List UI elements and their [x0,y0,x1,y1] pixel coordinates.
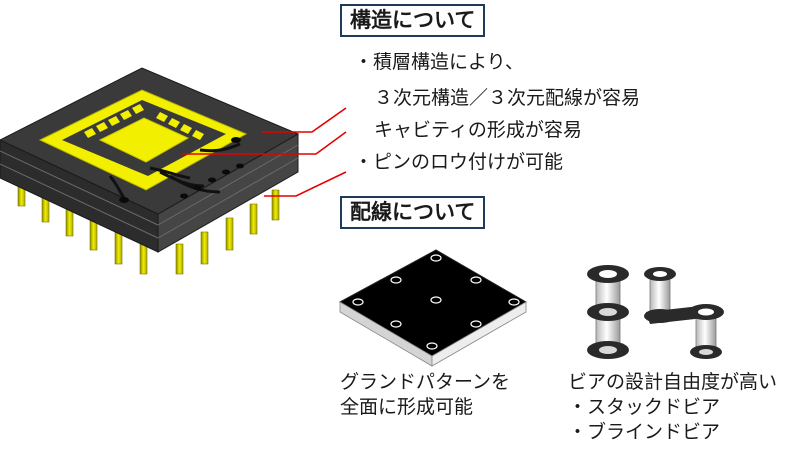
structure-bullet-2: ・ピンのロウ付けが可能 [354,151,564,173]
structure-bullet-1-line-3: キャビティの形成が容易 [374,119,582,141]
package-vias [119,137,244,203]
ground-caption-line-1: グランドパターンを [340,371,511,393]
wiring-heading: 配線について [340,196,486,229]
ground-pattern-board [338,249,528,367]
package-pins [17,175,280,275]
leader-line-cavity [182,131,347,155]
leader-line-pin [264,171,347,197]
leader-line-stack [262,107,347,133]
blind-via [644,267,724,359]
stacked-via [587,265,629,359]
leader-lines [182,107,347,197]
bonding-pads [84,104,204,140]
ground-board-vias [352,254,520,350]
structure-heading: 構造について [340,4,486,37]
ground-caption-line-2: 全面に形成可能 [340,396,474,418]
ceramic-package [0,67,300,275]
package-traces [108,142,241,199]
via-caption-stacked: ・スタックドビア [568,396,721,418]
structure-bullet-1: ・積層構造により、 [354,51,524,73]
via-caption-blind: ・ブラインドビア [568,421,721,443]
via-caption-line-1: ビアの設計自由度が高い [568,371,778,393]
cavity-die [98,117,190,163]
structure-bullet-1-line-2: ３次元構造／３次元配線が容易 [374,87,641,109]
